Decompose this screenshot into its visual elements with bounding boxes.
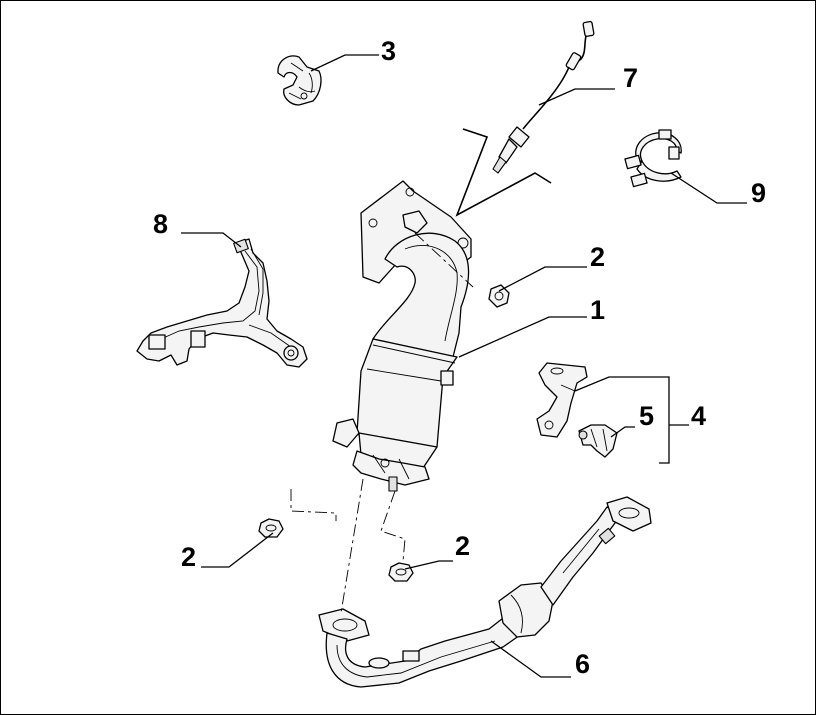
leader-bracket-4 bbox=[574, 376, 689, 464]
part-2-nut-left[interactable] bbox=[258, 518, 284, 538]
part-6-front-exhaust-pipe[interactable] bbox=[318, 496, 652, 688]
callout-6: 6 bbox=[575, 649, 590, 679]
part-2-nut-upper[interactable] bbox=[488, 284, 510, 308]
callout-2-left: 2 bbox=[181, 542, 196, 572]
part-8-heat-shield-bracket[interactable] bbox=[136, 238, 308, 368]
part-2-nut-right[interactable] bbox=[388, 562, 414, 582]
callout-5: 5 bbox=[639, 401, 654, 431]
leader-line-6 bbox=[490, 640, 571, 678]
leader-line-7 bbox=[538, 88, 615, 106]
section-break-symbol bbox=[455, 128, 552, 217]
leader-line-2-upper bbox=[498, 266, 587, 292]
part-9-band-clamp[interactable] bbox=[624, 129, 682, 188]
part-3-clip[interactable] bbox=[277, 55, 322, 106]
callout-7: 7 bbox=[623, 63, 638, 93]
leader-line-9 bbox=[670, 172, 747, 204]
leader-line-2-right bbox=[404, 560, 453, 570]
leader-line-3 bbox=[310, 54, 379, 72]
part-1-manifold-catalytic-converter[interactable] bbox=[332, 180, 474, 492]
leader-line-1 bbox=[458, 316, 587, 358]
callout-3: 3 bbox=[381, 36, 396, 66]
leader-line-2-left bbox=[201, 532, 274, 568]
callout-1: 1 bbox=[590, 295, 605, 325]
leader-line-5 bbox=[610, 426, 635, 438]
callout-9: 9 bbox=[751, 178, 766, 208]
part-5-spring-clip[interactable] bbox=[578, 424, 618, 458]
assembly-line-left bbox=[290, 478, 364, 614]
leader-line-8 bbox=[181, 232, 242, 248]
callout-4: 4 bbox=[691, 401, 706, 431]
callout-8: 8 bbox=[153, 209, 168, 239]
callout-2-upper: 2 bbox=[590, 242, 605, 272]
part-4-mounting-bracket[interactable] bbox=[536, 362, 588, 438]
callout-2-right: 2 bbox=[455, 531, 470, 561]
assembly-line-right bbox=[380, 490, 406, 562]
part-7-oxygen-sensor[interactable] bbox=[492, 20, 595, 174]
